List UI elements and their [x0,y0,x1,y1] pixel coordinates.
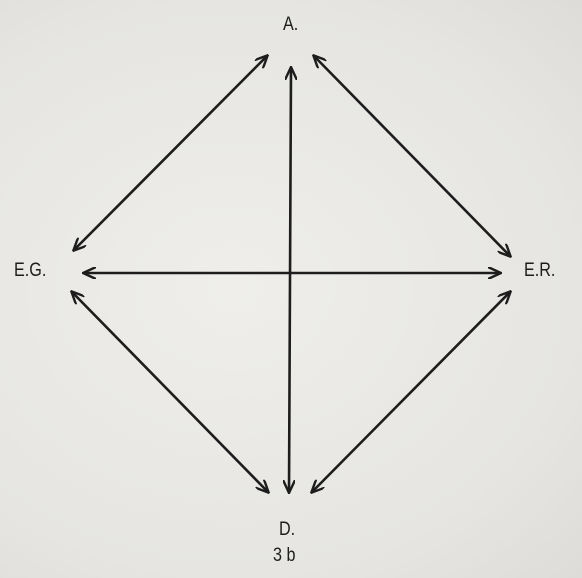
arrow-a-to-er [314,56,510,256]
arrow-eg-to-a [74,56,267,250]
node-label-er: E.R. [524,260,556,281]
node-label-eg: E.G. [14,260,47,281]
node-label-d: D. [279,519,296,540]
node-label-a: A. [283,14,299,35]
figure-caption: 3 b [273,545,296,566]
arrow-er-to-d [312,292,510,492]
arrow-eg-to-d [72,292,268,492]
arrow-a-to-d [289,68,291,492]
